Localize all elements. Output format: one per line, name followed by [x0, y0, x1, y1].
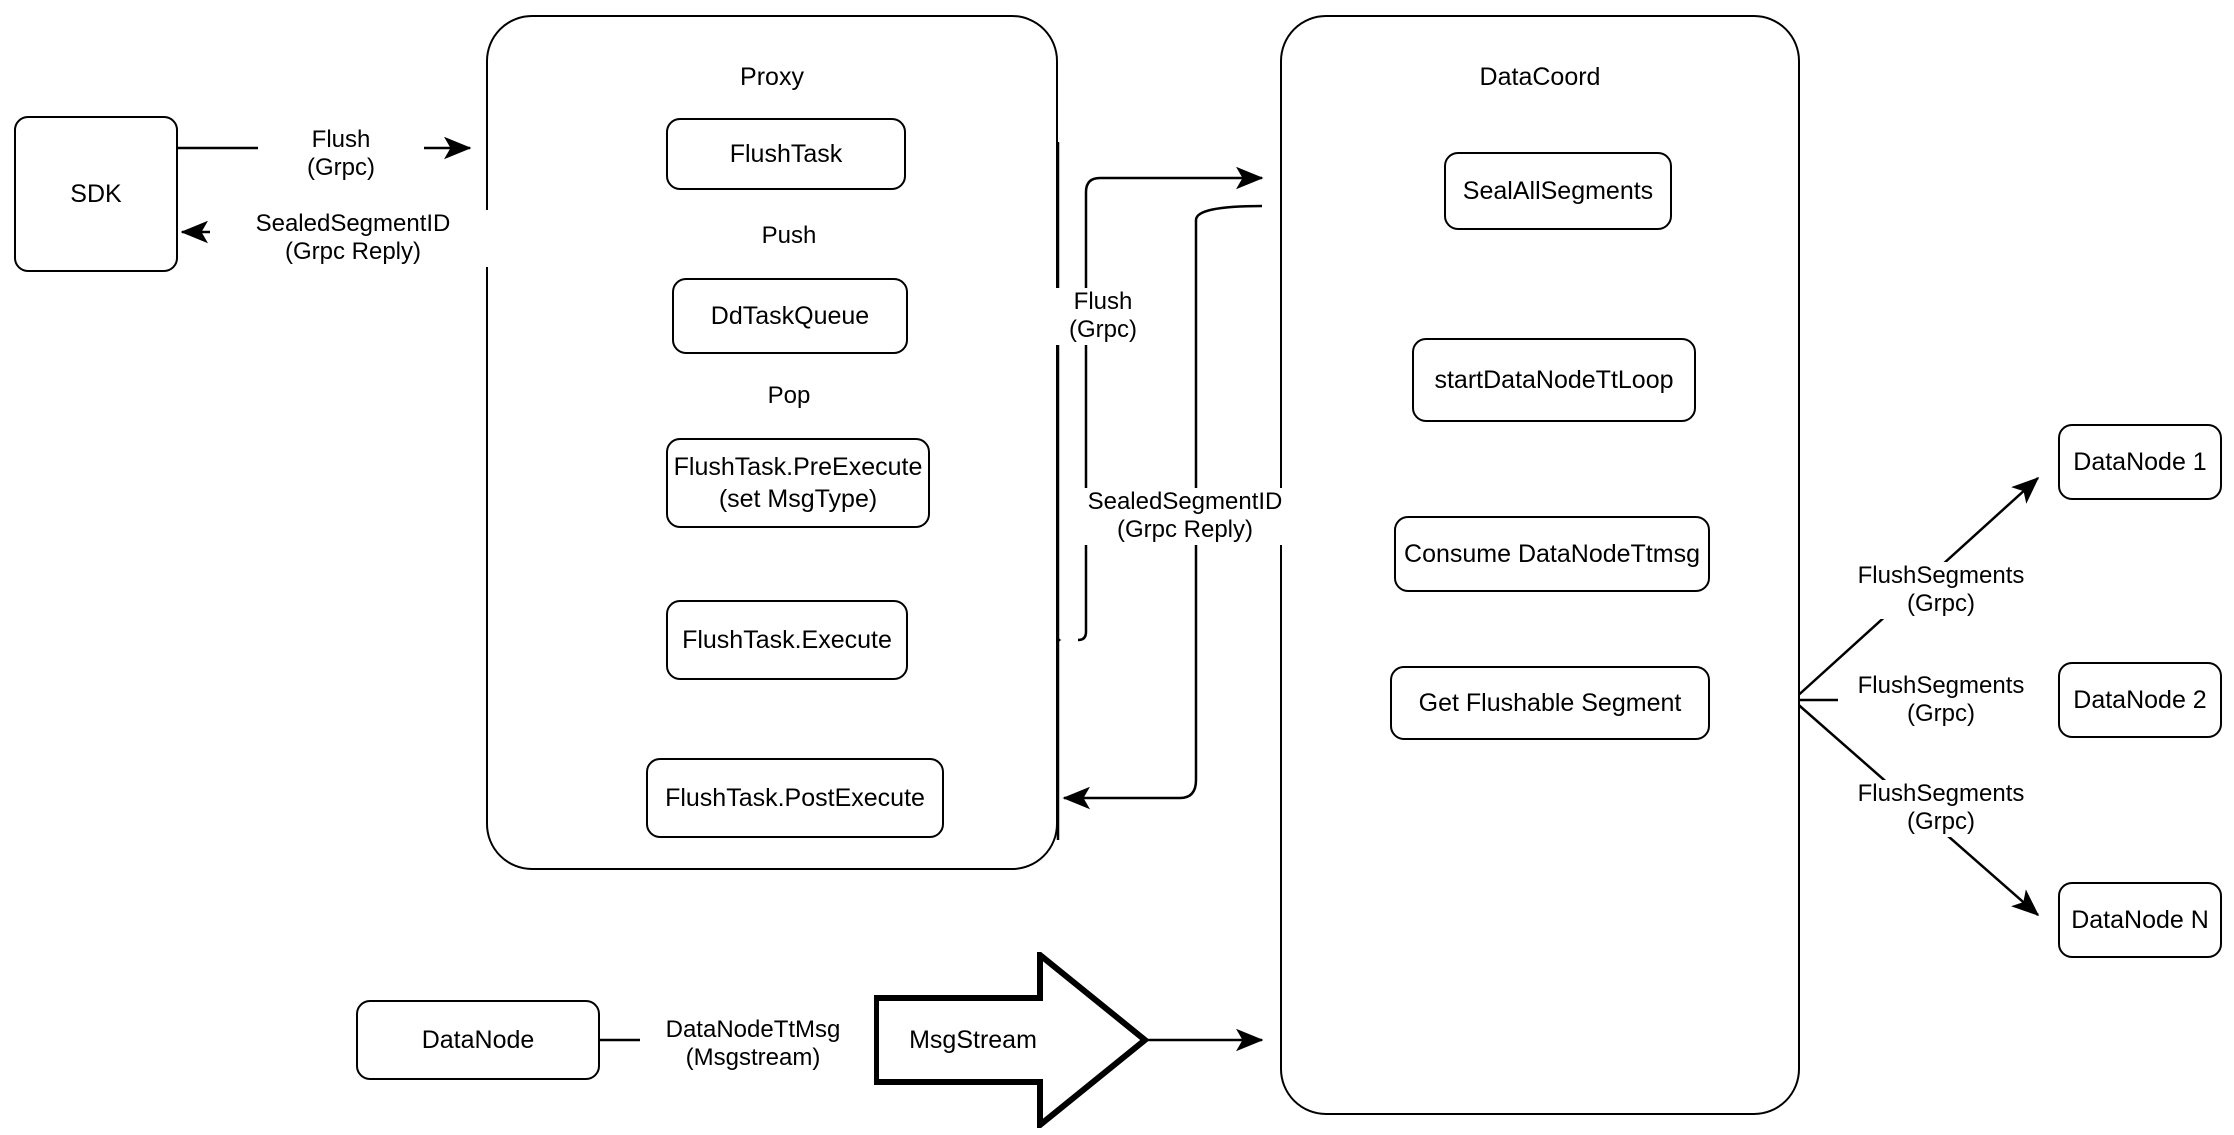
node-flushtask[interactable]: FlushTask: [666, 118, 906, 190]
node-msgstream-label: MsgStream: [909, 1026, 1037, 1054]
wire-proxy-to-datacoord: [1077, 166, 1264, 642]
edge-label-datanode-ttmsg: DataNodeTtMsg (Msgstream): [640, 1016, 866, 1073]
node-flushtask-postexecute[interactable]: FlushTask.PostExecute: [646, 758, 944, 838]
edge-label-proxy-to-datacoord: Flush (Grpc): [1040, 288, 1166, 345]
node-get-flushable-segment[interactable]: Get Flushable Segment: [1390, 666, 1710, 740]
node-datanode-n[interactable]: DataNode N: [2058, 882, 2222, 958]
edge-label-datacoord-to-proxy: SealedSegmentID (Grpc Reply): [1082, 488, 1288, 545]
node-datanode-1[interactable]: DataNode 1: [2058, 424, 2222, 500]
node-sdk[interactable]: SDK: [14, 116, 178, 272]
node-sealallsegments[interactable]: SealAllSegments: [1444, 152, 1672, 230]
node-start-datanode-ttloop[interactable]: startDataNodeTtLoop: [1412, 338, 1696, 422]
edge-label-flushsegments-n: FlushSegments (Grpc): [1838, 780, 2044, 837]
container-datacoord-title: DataCoord: [1479, 63, 1601, 91]
node-consume-datanode-ttmsg[interactable]: Consume DataNodeTtmsg: [1394, 516, 1710, 592]
edge-label-pop: Pop: [740, 382, 838, 411]
edge-label-flushsegments-1: FlushSegments (Grpc): [1838, 562, 2044, 619]
container-proxy-title: Proxy: [740, 63, 804, 91]
edge-label-sdk-reply: SealedSegmentID (Grpc Reply): [210, 210, 496, 267]
node-msgstream-shape[interactable]: [874, 952, 1148, 1128]
node-datanode[interactable]: DataNode: [356, 1000, 600, 1080]
node-ddtaskqueue[interactable]: DdTaskQueue: [672, 278, 908, 354]
node-flushtask-execute[interactable]: FlushTask.Execute: [666, 600, 908, 680]
edge-label-flushsegments-2: FlushSegments (Grpc): [1838, 672, 2044, 729]
node-datanode-2[interactable]: DataNode 2: [2058, 662, 2222, 738]
node-flushtask-preexecute[interactable]: FlushTask.PreExecute (set MsgType): [666, 438, 930, 528]
edge-label-sdk-flush: Flush (Grpc): [258, 126, 424, 183]
edge-label-push: Push: [736, 222, 842, 251]
